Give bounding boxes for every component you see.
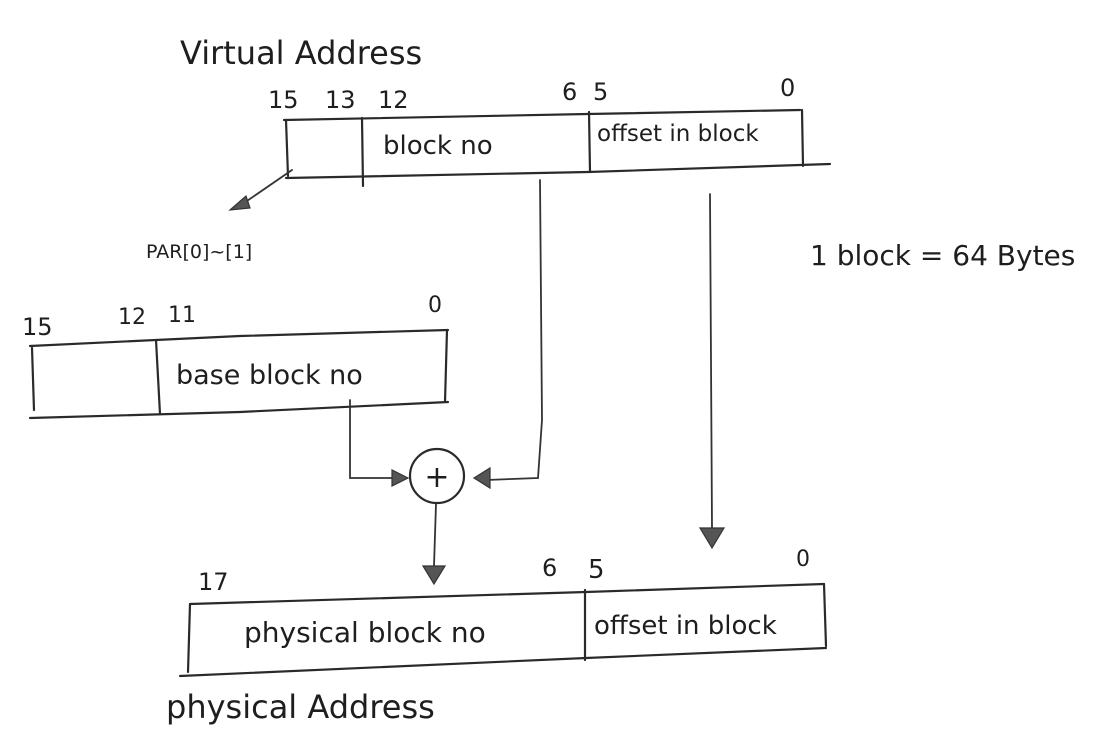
adder-symbol: + <box>424 460 449 495</box>
va-bit-15: 15 <box>268 86 299 114</box>
pa-bit-5: 5 <box>588 555 605 585</box>
base-bit-15: 15 <box>22 313 53 341</box>
base-block-register <box>28 328 450 420</box>
adder-to-physical-line <box>433 503 437 567</box>
va-bit-0: 0 <box>780 74 795 102</box>
block-size-note: 1 block = 64 Bytes <box>810 239 1075 272</box>
pa-bit-17: 17 <box>198 568 229 596</box>
pa-bit-6: 6 <box>542 554 557 582</box>
base-field-block-no: base block no <box>176 360 363 391</box>
offset-to-physical-line <box>709 193 713 529</box>
base-to-adder-line <box>349 399 397 479</box>
par-arrowhead <box>228 194 251 211</box>
virtual-address-title: Virtual Address <box>180 34 422 72</box>
va-field-offset: offset in block <box>597 121 759 147</box>
va-field-block-no: block no <box>383 131 493 161</box>
base-bit-0: 0 <box>428 293 442 318</box>
base-to-adder-arrowhead <box>391 469 410 487</box>
adder-circle <box>408 447 466 505</box>
base-bit-11: 11 <box>168 303 196 328</box>
block-no-to-adder-line <box>485 179 543 481</box>
pa-field-block-no: physical block no <box>244 616 486 649</box>
virtual-address-register <box>282 108 832 188</box>
block-no-to-adder-arrowhead <box>472 466 491 490</box>
va-bit-5: 5 <box>593 78 608 106</box>
adder-to-physical-arrowhead <box>421 565 447 586</box>
physical-address-register <box>178 582 828 678</box>
physical-address-title: physical Address <box>166 688 435 726</box>
offset-to-physical-arrowhead <box>698 527 726 550</box>
par-arrow-line <box>243 169 293 204</box>
va-bit-12: 12 <box>378 86 409 114</box>
pa-bit-0: 0 <box>796 547 810 572</box>
va-bit-6: 6 <box>562 78 577 106</box>
pa-field-offset: offset in block <box>594 611 777 641</box>
va-bit-13: 13 <box>325 86 356 114</box>
par-label: PAR[0]~[1] <box>146 241 252 263</box>
base-bit-12: 12 <box>118 305 146 330</box>
